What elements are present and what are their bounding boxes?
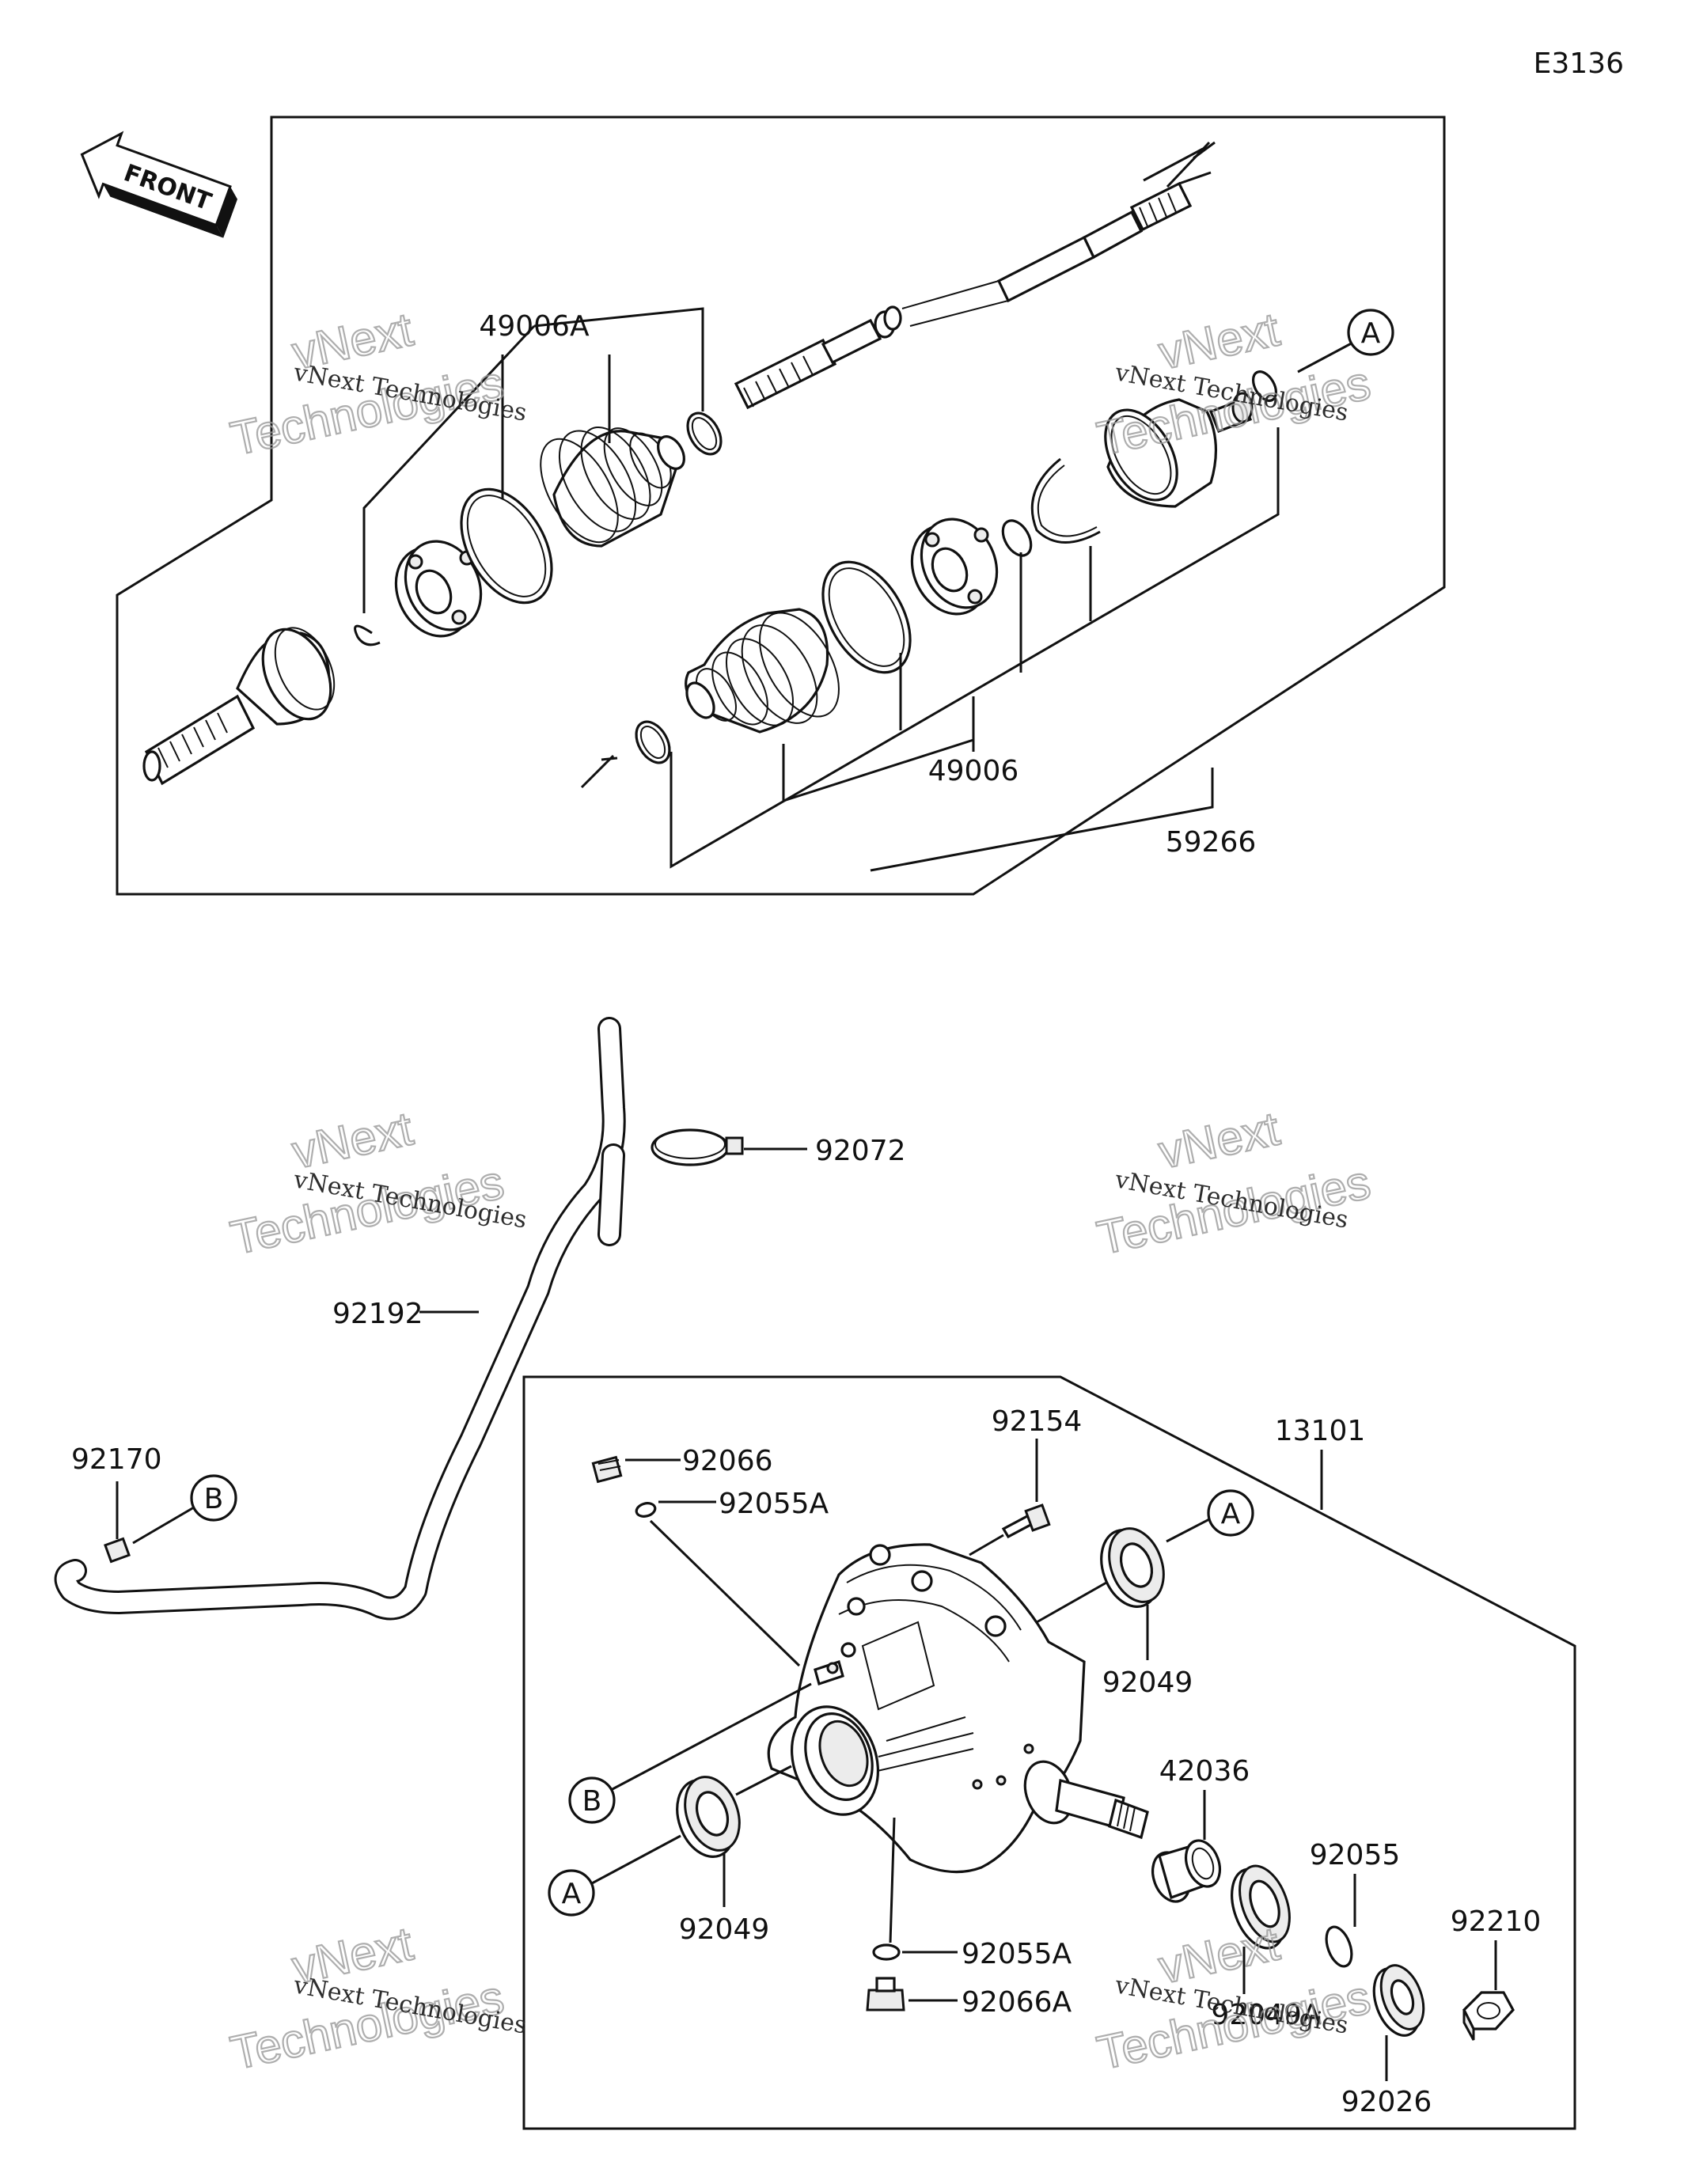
leader-b-bottom — [610, 1682, 812, 1792]
callout-a-bottom: A — [548, 1869, 595, 1917]
plug-92066 — [591, 1455, 623, 1484]
small-band-left — [686, 411, 723, 456]
leader-lines-top — [362, 307, 1358, 872]
part-label-92170: 92170 — [71, 1443, 162, 1476]
cv-cage-right — [910, 518, 999, 616]
cv-boot-left — [540, 427, 685, 548]
small-band-right — [635, 720, 671, 764]
part-label-92072: 92072 — [815, 1135, 906, 1167]
final-gear-case — [767, 1543, 1149, 1874]
part-label-92049-right: 92049 — [1102, 1666, 1193, 1699]
break-line — [601, 756, 618, 761]
o-ring-92055 — [1325, 1925, 1353, 1968]
oil-seal-92049-right — [1100, 1527, 1165, 1609]
breather-hose — [54, 1017, 626, 1621]
cv-cage-left — [394, 540, 483, 638]
cv-boot-right — [685, 608, 840, 734]
part-label-92055A-top: 92055A — [719, 1488, 829, 1520]
svg-text:A: A — [562, 1878, 582, 1910]
large-snap-ring-right — [1030, 457, 1101, 544]
drive-shaft — [734, 141, 1216, 410]
final-gear-case-frame — [522, 1375, 1576, 2130]
leader-a-right — [1166, 1518, 1210, 1543]
washer-92026 — [1372, 1964, 1425, 2037]
circlip-right — [1251, 370, 1278, 402]
diagram-code: E3136 — [1534, 47, 1624, 80]
leader-92154-b — [969, 1534, 1004, 1556]
oil-seal-92049A — [1231, 1864, 1291, 1950]
leader-b-left — [132, 1506, 195, 1545]
part-label-92154: 92154 — [992, 1405, 1083, 1438]
part-label-42036: 42036 — [1159, 1755, 1250, 1788]
part-label-59266: 59266 — [1166, 826, 1257, 859]
inner-cv-joint-right — [1104, 392, 1254, 508]
part-label-49006A: 49006A — [479, 310, 590, 343]
svg-text:A: A — [1361, 317, 1381, 350]
svg-text:vNext: vNext — [1154, 1101, 1284, 1178]
part-label-92066A: 92066A — [962, 1986, 1072, 2019]
leader-92055A-bottom-b — [889, 1817, 896, 1943]
washer-92055A-top — [635, 1502, 657, 1518]
part-label-92210: 92210 — [1451, 1905, 1542, 1938]
leader-92049-left-b — [735, 1765, 792, 1796]
callout-a-right: A — [1207, 1489, 1254, 1537]
part-label-92049A: 92049A — [1211, 1999, 1322, 2031]
washer-92055A-bottom — [872, 1943, 901, 1961]
outer-cv-joint-left — [142, 627, 336, 786]
part-label-92026: 92026 — [1341, 2086, 1432, 2118]
stop-ring-right — [1001, 519, 1033, 557]
plug-92066A — [866, 1977, 905, 2011]
part-label-13101: 13101 — [1275, 1415, 1366, 1447]
oil-seal-92049-left — [676, 1776, 741, 1859]
part-label-92192: 92192 — [332, 1298, 423, 1330]
part-label-49006: 49006 — [928, 755, 1019, 787]
boot-band-right — [821, 560, 912, 674]
bolt-92154 — [1001, 1503, 1051, 1539]
svg-text:B: B — [582, 1785, 602, 1818]
part-label-92066: 92066 — [682, 1445, 773, 1477]
leader-a-bottom — [591, 1834, 681, 1885]
collar-42036 — [1151, 1839, 1222, 1903]
hose-clamp — [651, 1128, 744, 1166]
watermark-3: vNext Technologies — [226, 1101, 510, 1265]
front-arrow-icon: FRONT — [80, 131, 237, 238]
callout-b-left: B — [190, 1474, 237, 1522]
leader-92055A-top-b — [649, 1519, 801, 1667]
part-label-92055: 92055 — [1310, 1839, 1401, 1871]
boot-band-left — [460, 487, 553, 605]
svg-text:B: B — [204, 1483, 224, 1515]
callout-a-top: A — [1347, 309, 1394, 356]
part-label-92049-left: 92049 — [679, 1913, 770, 1946]
part-label-92055A-bottom: 92055A — [962, 1938, 1072, 1970]
drive-shaft-assembly-frame — [116, 116, 1446, 896]
snap-ring-left — [354, 624, 381, 646]
break-line — [580, 754, 615, 789]
hose-clip-92170 — [104, 1537, 131, 1564]
svg-text:A: A — [1221, 1498, 1241, 1530]
nut-92210 — [1462, 1991, 1515, 2041]
leader-92049-right-b — [1036, 1581, 1107, 1624]
callout-b-bottom: B — [568, 1776, 616, 1824]
